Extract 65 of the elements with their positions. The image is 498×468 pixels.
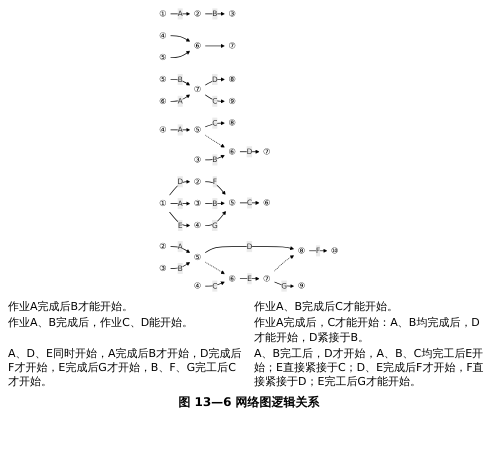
node-text: ③ xyxy=(194,198,202,208)
node-text: ⑤ xyxy=(194,125,202,135)
arrow xyxy=(204,77,226,86)
node-text: ⑥ xyxy=(228,146,236,157)
arrow xyxy=(204,121,226,128)
arrow xyxy=(204,210,226,226)
node-text: ④ xyxy=(194,220,202,230)
node-text: ⑥ xyxy=(228,274,236,284)
arrow xyxy=(204,281,226,286)
arrow xyxy=(204,181,226,195)
description-text: A、D、E同时开始，A完成后B才开始，D完成后F才开始，E完成后G才开始，B、F、G完工后C才开始。 xyxy=(8,346,242,390)
node-text: ⑤ xyxy=(228,198,236,208)
arrow xyxy=(170,202,190,206)
node-text: ⑨ xyxy=(298,281,306,292)
node-text: ⑦ xyxy=(228,41,236,51)
arrow xyxy=(204,44,226,48)
arrow xyxy=(204,134,226,148)
node-text: ④ xyxy=(194,281,202,292)
arrow xyxy=(204,201,226,206)
node-text: ③ xyxy=(194,155,202,165)
arrow xyxy=(170,79,190,86)
description-text: 作业A完成后，C才能开始：A、B均完成后，D才能开始，D紧接于B。 xyxy=(254,316,481,345)
node-text: ⑨ xyxy=(228,96,236,106)
arrow xyxy=(274,255,294,272)
node-text: ⑥ xyxy=(194,41,202,51)
description-text: 作业A、B完成后，作业C、D能开始。 xyxy=(8,316,194,332)
node-text: ② xyxy=(159,242,167,252)
figure-caption: 图 13—6 网络图逻辑关系 xyxy=(177,394,321,411)
node-text: ⑤ xyxy=(159,52,167,62)
node-text: ⑤ xyxy=(194,252,202,262)
arrow xyxy=(204,94,226,104)
arrow xyxy=(169,211,190,228)
arrow xyxy=(170,262,190,269)
node-text: ② xyxy=(194,8,202,19)
arrow xyxy=(240,150,260,154)
arrow xyxy=(240,276,260,281)
node-text: ③ xyxy=(159,264,167,274)
node-text: ② xyxy=(194,176,202,187)
arrow xyxy=(204,12,226,16)
node-text: ③ xyxy=(228,8,236,19)
node-text: ④ xyxy=(159,125,167,135)
arrow xyxy=(170,50,190,58)
description-text: 作业A完成后B才能开始。 xyxy=(8,300,134,314)
node-text: ① xyxy=(159,198,167,208)
arrow xyxy=(204,262,226,274)
arrow xyxy=(204,246,294,254)
node-text: ⑩ xyxy=(331,246,339,256)
node-text: ⑥ xyxy=(263,198,271,208)
node-text: ⑦ xyxy=(263,274,271,284)
arrow xyxy=(170,35,190,42)
arrow xyxy=(308,248,328,253)
description-text: 作业A、B完成后C才能开始。 xyxy=(254,300,399,314)
node-text: ⑥ xyxy=(159,96,167,106)
node-text: ⑦ xyxy=(194,84,202,95)
node-text: ④ xyxy=(159,30,167,41)
arrow xyxy=(240,200,260,205)
node-text: ① xyxy=(159,8,167,19)
arrow xyxy=(170,128,190,132)
description-text: A、B完工后，D才开始，A、B、C均完工后E开始；E直接紧接于C；D、E完成后F才开始，F直接紧接于D；E完工后G才能开始。 xyxy=(254,346,485,390)
arrow xyxy=(170,12,190,16)
node-text: ⑦ xyxy=(263,146,271,157)
node-text: ⑧ xyxy=(228,74,236,84)
node-text: ⑧ xyxy=(228,118,236,128)
node-text: ⑤ xyxy=(159,74,167,84)
node-text: ⑧ xyxy=(298,246,306,256)
